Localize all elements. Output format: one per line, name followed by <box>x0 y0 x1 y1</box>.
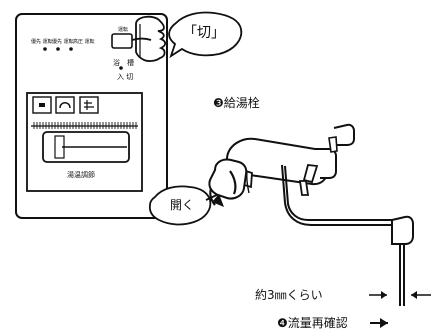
temperature-label: 湯温調節 <box>67 171 95 179</box>
gap-arrow-left-head <box>381 291 387 299</box>
operation-button-label: 運転 <box>118 27 129 33</box>
off-callout-bubble <box>168 11 243 59</box>
open-callout-bubble <box>148 185 212 226</box>
indicator-label-1: 優先 運転 <box>31 39 53 45</box>
faucet-title: ❸給湯栓 <box>213 96 260 110</box>
open-callout-text: 開く <box>170 198 195 212</box>
temperature-scale <box>31 122 138 129</box>
operation-button[interactable] <box>111 33 133 49</box>
gap-note: 約3㎜くらい <box>255 288 323 302</box>
rotation-arrow-head <box>212 194 224 207</box>
indicator-label-2: 優先 運転 <box>52 39 74 45</box>
indicator-dot-1 <box>43 47 47 51</box>
on-off-label: 入 切 <box>117 73 134 81</box>
hand-icon <box>135 15 167 62</box>
indicator-dot-2 <box>56 47 60 51</box>
indicator-label-3: 高圧 運転 <box>73 39 95 45</box>
power-indicator-dot <box>119 66 123 70</box>
gap-arrow-right-head <box>411 291 417 299</box>
recheck-arrow-head <box>380 318 388 328</box>
indicator-dot-3 <box>69 47 73 51</box>
recheck-note: ❹流量再確認 <box>277 316 348 330</box>
finger-contact-line <box>131 37 152 41</box>
mode-icons <box>32 96 99 114</box>
power-label: 浴 槽 <box>113 59 134 67</box>
off-callout-text: 「切」 <box>183 25 225 41</box>
faucet-illustration <box>208 123 414 306</box>
